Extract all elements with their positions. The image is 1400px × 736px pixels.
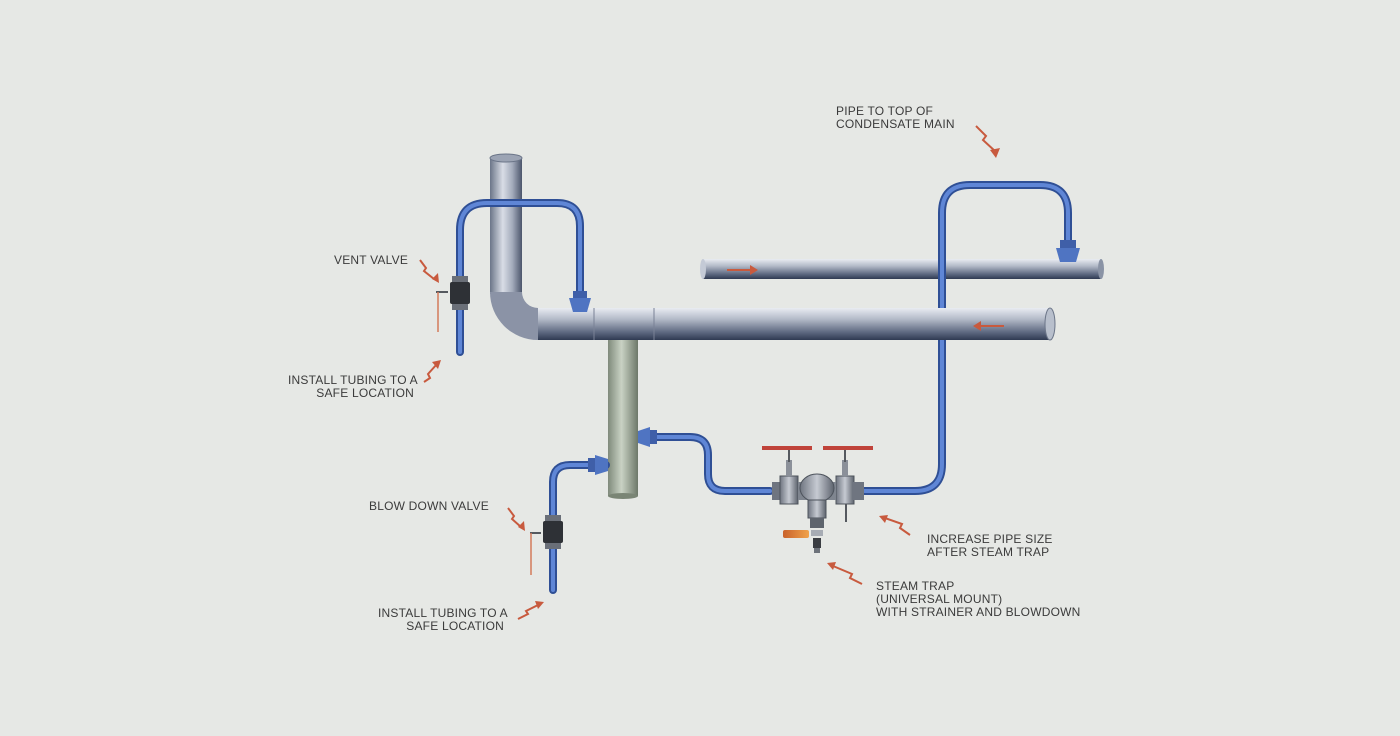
blowdown-valve <box>530 515 563 575</box>
install-tubing-upper-label: INSTALL TUBING TO A SAFE LOCATION <box>288 373 418 400</box>
pipe-to-top-arrow <box>975 125 997 153</box>
trap-inlet-connector <box>638 427 657 447</box>
pipe-to-top-line-2: CONDENSATE MAIN <box>836 117 955 131</box>
drip-leg <box>608 340 638 499</box>
steam-trap-label: STEAM TRAP (UNIVERSAL MOUNT) WITH STRAIN… <box>876 580 1081 619</box>
pipe-to-top-line-1: PIPE TO TOP OF <box>836 104 934 118</box>
increase-pipe-size-line-1: INCREASE PIPE SIZE <box>927 532 1053 546</box>
blow-down-valve-text: BLOW DOWN VALVE <box>369 499 489 513</box>
install-lower-arrow <box>517 604 539 620</box>
steam-trap-assembly <box>762 446 873 553</box>
install-tubing-lower-line-1: INSTALL TUBING TO A <box>378 606 508 620</box>
increase-size-arrow <box>884 517 911 536</box>
flow-arrows <box>727 265 1004 331</box>
increase-pipe-size-line-2: AFTER STEAM TRAP <box>927 545 1050 559</box>
steam-trap-line-3: WITH STRAINER AND BLOWDOWN <box>876 605 1081 619</box>
install-tubing-lower-line-2: SAFE LOCATION <box>406 619 504 633</box>
callout-arrowheads <box>432 148 1000 609</box>
blow-down-arrow <box>507 507 522 528</box>
vent-valve-label: VENT VALVE <box>334 254 408 267</box>
install-upper-arrow <box>423 363 438 383</box>
steam-main-pipe <box>489 153 1056 341</box>
install-tubing-upper-line-1: INSTALL TUBING TO A <box>288 373 418 387</box>
install-tubing-lower-label: INSTALL TUBING TO A SAFE LOCATION <box>378 606 508 633</box>
vent-connector <box>569 291 591 312</box>
pipe-to-top-label: PIPE TO TOP OF CONDENSATE MAIN <box>836 105 955 131</box>
blowdown-connector <box>588 455 608 475</box>
condensate-connector <box>1056 240 1080 262</box>
vent-valve-text: VENT VALVE <box>334 253 409 267</box>
blow-down-valve-label: BLOW DOWN VALVE <box>369 500 489 513</box>
vent-valve <box>436 276 470 332</box>
callout-arrows <box>419 125 997 620</box>
steam-trap-line-2: (UNIVERSAL MOUNT) <box>876 592 1003 606</box>
install-tubing-upper-line-2: SAFE LOCATION <box>316 386 414 400</box>
steam-trap-arrow <box>832 565 863 585</box>
increase-pipe-size-label: INCREASE PIPE SIZE AFTER STEAM TRAP <box>927 533 1053 559</box>
steam-trap-line-1: STEAM TRAP <box>876 579 955 593</box>
condensate-main-pipe <box>700 259 1104 279</box>
vent-valve-arrow <box>419 259 435 280</box>
